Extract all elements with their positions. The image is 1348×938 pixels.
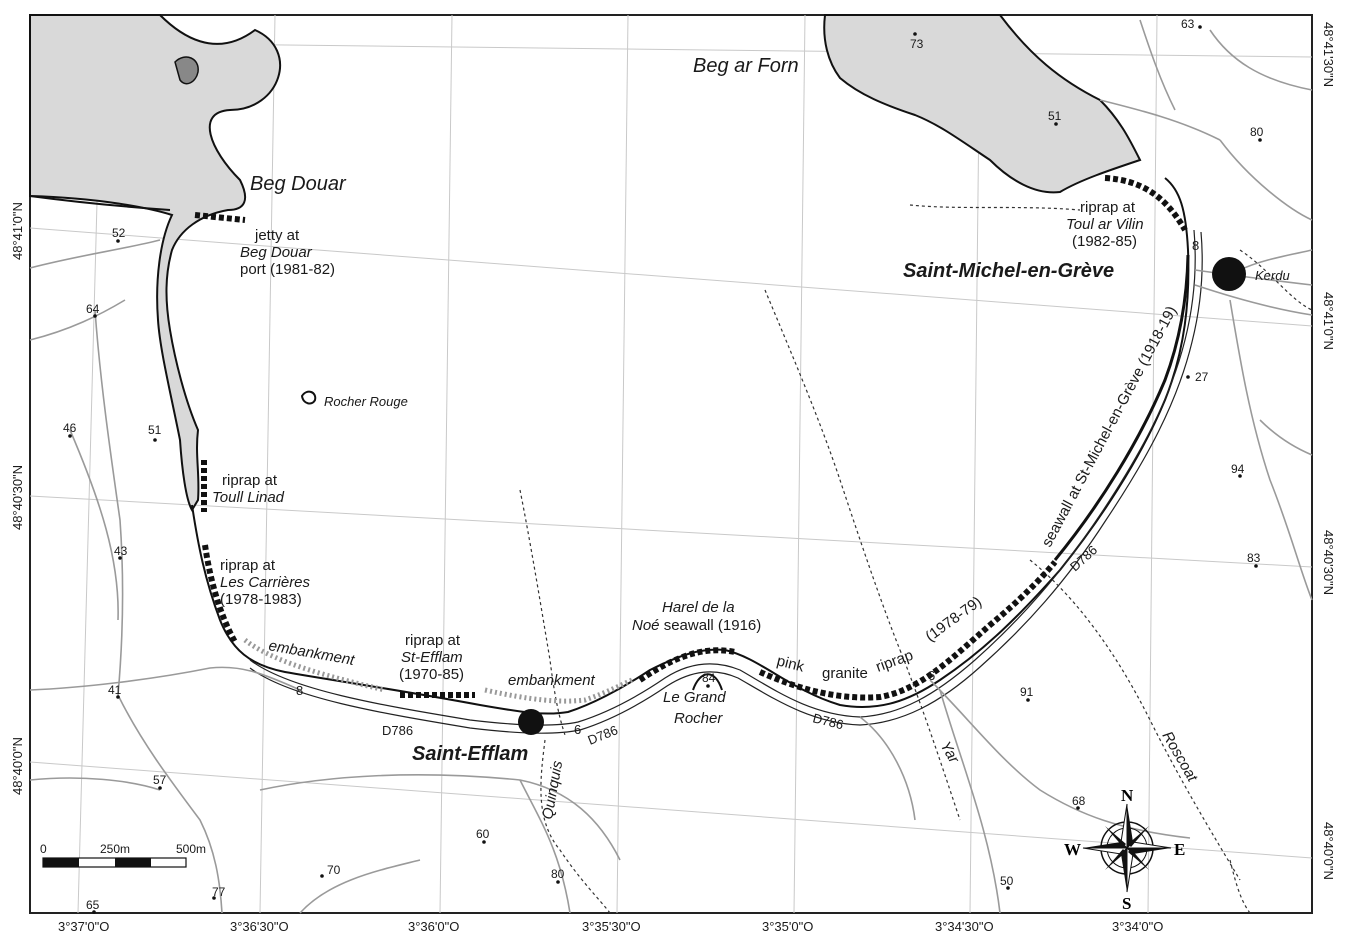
compass-s: S [1122, 894, 1131, 913]
label-rocher: Rocher [674, 710, 723, 727]
embankments [243, 638, 634, 704]
carrieres-line-1: riprap at [220, 557, 276, 574]
scale-bar: 0 250m 500m [40, 842, 206, 868]
lat-right-40-30: 48°40'30"N [1321, 530, 1336, 595]
height-57: 57 [153, 773, 167, 787]
height-80-ne: 80 [1250, 125, 1264, 139]
minor-roads [29, 19, 1313, 914]
lon-3-36-0: 3°36'0"O [408, 919, 459, 934]
saint-efflam-dot [518, 709, 544, 735]
streams [519, 204, 1313, 914]
height-51-w: 51 [148, 423, 162, 437]
label-beg-douar: Beg Douar [250, 173, 347, 195]
height-84: 84 [702, 671, 716, 685]
compass-w: W [1064, 840, 1081, 859]
sea-west [29, 14, 282, 512]
lon-3-35-30: 3°35'30"O [582, 919, 641, 934]
height-51-ne: 51 [1048, 109, 1062, 123]
label-rocher-rouge: Rocher Rouge [324, 394, 408, 409]
islet [174, 56, 199, 85]
pink-label: pink [775, 652, 806, 675]
compass-e: E [1174, 840, 1185, 859]
road-d786-1: D786 [382, 723, 413, 738]
height-50: 50 [1000, 874, 1014, 888]
efflam-line-2: St-Efflam [401, 649, 463, 666]
linad-line-1: riprap at [222, 472, 278, 489]
linad-line-2: Toull Linad [212, 489, 285, 506]
lat-left-41-0: 48°41'0"N [10, 202, 25, 260]
seawall-line [1053, 254, 1190, 561]
height-94: 94 [1231, 462, 1245, 476]
sea-east [823, 14, 1142, 194]
jetty-line-3: port (1981-82) [240, 261, 335, 278]
scale-250m: 250m [100, 842, 130, 856]
scale-zero: 0 [40, 842, 47, 856]
height-73: 73 [910, 37, 924, 51]
height-91: 91 [1020, 685, 1034, 699]
axis-left: 48°41'0"N 48°40'30"N 48°40'0"N [10, 202, 25, 795]
height-80-s: 80 [551, 867, 565, 881]
height-70: 70 [327, 863, 341, 877]
compass-rose: N S E W [1064, 786, 1185, 913]
road-number-8-east: 8 [1192, 238, 1199, 253]
height-68: 68 [1072, 794, 1086, 808]
road-number-6-east: 6 [928, 668, 935, 683]
height-83: 83 [1247, 551, 1261, 565]
compass-n: N [1121, 786, 1134, 805]
lon-3-34-30: 3°34'30"O [935, 919, 994, 934]
height-52: 52 [112, 226, 126, 240]
label-kerdu: Kerdu [1255, 268, 1290, 283]
embankment-label-east: embankment [508, 672, 596, 689]
label-le-grand: Le Grand [663, 689, 726, 706]
toul-line-2: Toul ar Vilin [1066, 216, 1144, 233]
label-saint-efflam: Saint-Efflam [412, 743, 528, 765]
carrieres-line-3: (1978-1983) [220, 591, 302, 608]
lon-3-35-0: 3°35'0"O [762, 919, 813, 934]
carrieres-line-2: Les Carrières [220, 574, 311, 591]
riprap-structures [194, 175, 1188, 701]
lon-3-34-0: 3°34'0"O [1112, 919, 1163, 934]
height-77: 77 [212, 885, 226, 899]
rocher-rouge-islet [300, 390, 317, 405]
toul-line-1: riprap at [1080, 199, 1136, 216]
axis-bottom: 3°37'0"O 3°36'30"O 3°36'0"O 3°35'30"O 3°… [58, 919, 1163, 934]
grand-rocher-hill [692, 673, 723, 691]
lat-right-41-30: 48°41'30"N [1321, 22, 1336, 87]
road-network [249, 229, 1203, 734]
road-number-8-west: 8 [296, 683, 303, 698]
lon-3-37-0: 3°37'0"O [58, 919, 109, 934]
jetty-line-1: jetty at [254, 227, 300, 244]
lat-right-40-0: 48°40'0"N [1321, 822, 1336, 880]
jetty-line-2: Beg Douar [240, 244, 313, 261]
height-46: 46 [63, 421, 77, 435]
harel-line-2: Noé seawall (1916) [632, 617, 761, 634]
lat-left-40-30: 48°40'30"N [10, 465, 25, 530]
harel-line-1: Harel de la [662, 599, 735, 616]
lon-3-36-30: 3°36'30"O [230, 919, 289, 934]
saint-michel-dot [1212, 257, 1246, 291]
efflam-line-3: (1970-85) [399, 666, 464, 683]
scale-500m: 500m [176, 842, 206, 856]
harel-noe: Noé [632, 617, 660, 634]
road-d786-3: D786 [811, 710, 845, 732]
lat-right-41-0: 48°41'0"N [1321, 292, 1336, 350]
efflam-line-1: riprap at [405, 632, 461, 649]
height-27: 27 [1195, 370, 1209, 384]
road-number-6-efflam: 6 [574, 722, 581, 737]
label-beg-ar-forn: Beg ar Forn [693, 55, 799, 77]
height-63: 63 [1181, 17, 1195, 31]
lat-left-40-0: 48°40'0"N [10, 737, 25, 795]
height-64: 64 [86, 302, 100, 316]
label-saint-michel: Saint-Michel-en-Grève [903, 260, 1114, 282]
granite-label: granite [822, 665, 868, 682]
axis-right: 48°41'30"N 48°41'0"N 48°40'30"N 48°40'0"… [1321, 22, 1336, 880]
height-43: 43 [114, 544, 128, 558]
spot-heights: 73 63 51 80 52 64 46 51 43 41 57 27 94 8… [63, 17, 1264, 914]
height-65: 65 [86, 898, 100, 912]
harel-seawall: seawall (1916) [660, 617, 762, 634]
height-41: 41 [108, 683, 122, 697]
toul-line-3: (1982-85) [1072, 233, 1137, 250]
height-60: 60 [476, 827, 490, 841]
